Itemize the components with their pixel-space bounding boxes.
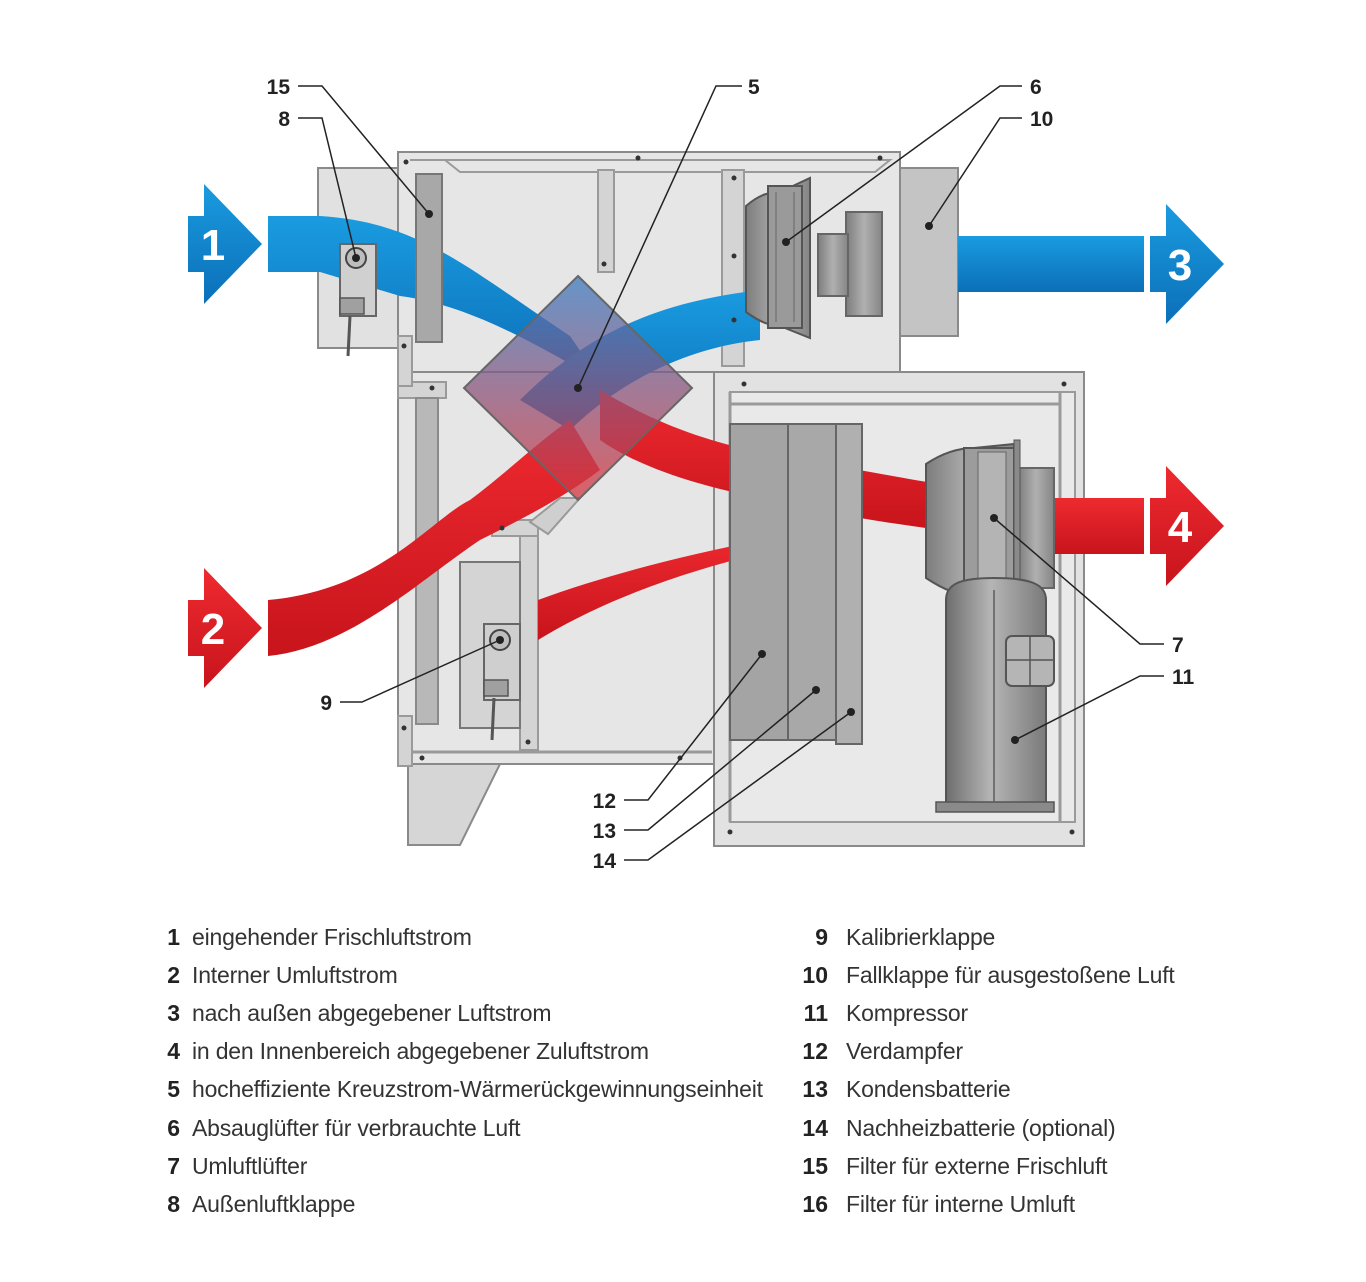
legend-left-column: 1 eingehender Frischluftstrom 2 Interner U…	[150, 918, 770, 1224]
legend-item: 16 Filter für interne Umluft	[800, 1185, 1320, 1223]
legend-label: in den Innenbereich abgegebener Zuluftst…	[192, 1038, 649, 1065]
legend-number: 5	[167, 1076, 180, 1103]
callout-13: 13	[593, 820, 616, 843]
callout-10: 10	[1030, 108, 1053, 131]
callout-lines	[298, 85, 1164, 861]
arrow-1: 1	[188, 184, 262, 304]
legend-number: 9	[815, 923, 828, 950]
legend-right-column: 9 Kalibrierklappe 10 Fallklappe für ausges…	[800, 918, 1320, 1224]
legend-item: 5 hocheffiziente Kreuzstrom-Wärmerückgewi…	[150, 1071, 770, 1109]
callout-7: 7	[1172, 634, 1184, 657]
legend-item: 15 Filter für externe Frischluft	[800, 1147, 1320, 1185]
legend-label: Fallklappe für ausgestoßene Luft	[846, 961, 1175, 988]
legend-label: Interner Umluftstrom	[192, 961, 398, 988]
legend-label: Absauglüfter für verbrauchte Luft	[192, 1114, 521, 1141]
legend-item: 4 in den Innenbereich abgegebener Zulufts…	[150, 1033, 770, 1071]
legend-label: Kondensbatterie	[846, 1076, 1011, 1103]
legend-label: Nachheizbatterie (optional)	[846, 1114, 1116, 1141]
coil-group	[729, 423, 863, 745]
legend-label: Filter für interne Umluft	[846, 1190, 1075, 1217]
legend-number: 2	[167, 961, 180, 988]
legend-label: Umluftlüfter	[192, 1152, 308, 1179]
legend-number: 11	[803, 999, 828, 1026]
outside-air-damper	[339, 243, 377, 357]
callout-5: 5	[748, 76, 760, 99]
callout-12: 12	[593, 790, 616, 813]
arrow-4-number: 4	[1168, 503, 1193, 552]
legend-number: 3	[167, 999, 180, 1026]
legend-number: 15	[802, 1152, 828, 1179]
legend-item: 9 Kalibrierklappe	[800, 918, 1320, 956]
recirculation-fan	[925, 439, 1055, 605]
arrow-4: 4	[1150, 466, 1224, 586]
legend-label: Außenluftklappe	[192, 1190, 356, 1217]
legend-item: 10 Fallklappe für ausgestoßene Luft	[800, 956, 1320, 994]
legend-number: 1	[167, 923, 180, 950]
legend-label: Filter für externe Frischluft	[846, 1152, 1108, 1179]
legend-item: 2 Interner Umluftstrom	[150, 956, 770, 994]
callout-15: 15	[267, 76, 291, 99]
legend-number: 10	[802, 961, 828, 988]
legend-number: 12	[802, 1038, 828, 1065]
legend-number: 14	[802, 1114, 828, 1141]
legend-number: 7	[167, 1152, 180, 1179]
arrow-3: 3	[1150, 204, 1224, 324]
callout-11: 11	[1172, 666, 1195, 689]
calibration-damper	[459, 561, 521, 741]
legend-label: hocheffiziente Kreuzstrom-Wärmerückgewin…	[192, 1076, 763, 1103]
legend-number: 16	[802, 1190, 828, 1217]
callout-labels: 15 8 5 6 10 9 7 11 12 13 14	[267, 76, 1195, 873]
legend-item: 7 Umluftlüfter	[150, 1147, 770, 1185]
arrow-3-number: 3	[1168, 241, 1192, 290]
legend-item: 6 Absauglüfter für verbrauchte Luft	[150, 1109, 770, 1147]
legend-label: nach außen abgegebener Luftstrom	[192, 999, 552, 1026]
air-handling-unit-diagram: 1 2 3 4 15 8 5 6 10 9 7 11 12 13 14	[188, 76, 1224, 873]
compressor	[935, 576, 1055, 813]
arrow-2: 2	[188, 568, 262, 688]
legend-item: 1 eingehender Frischluftstrom	[150, 918, 770, 956]
legend-number: 4	[167, 1038, 180, 1065]
callout-14: 14	[593, 850, 617, 873]
legend-label: Verdampfer	[846, 1038, 963, 1065]
callout-8: 8	[278, 108, 290, 131]
arrow-1-number: 1	[201, 221, 225, 270]
arrow-2-number: 2	[201, 605, 225, 654]
legend-label: Kalibrierklappe	[846, 923, 996, 950]
legend-item: 12 Verdampfer	[800, 1033, 1320, 1071]
legend-label: Kompressor	[846, 999, 968, 1026]
callout-9: 9	[320, 692, 332, 715]
legend-number: 8	[167, 1190, 180, 1217]
legend-item: 11 Kompressor	[800, 994, 1320, 1032]
external-fresh-air-filter	[415, 173, 443, 343]
callout-6: 6	[1030, 76, 1042, 99]
legend-item: 14 Nachheizbatterie (optional)	[800, 1109, 1320, 1147]
legend-item: 13 Kondensbatterie	[800, 1071, 1320, 1109]
legend-item: 8 Außenluftklappe	[150, 1185, 770, 1223]
legend-number: 6	[167, 1114, 180, 1141]
legend-label: eingehender Frischluftstrom	[192, 923, 472, 950]
legend-number: 13	[802, 1076, 828, 1103]
legend-item: 3 nach außen abgegebener Luftstrom	[150, 994, 770, 1032]
